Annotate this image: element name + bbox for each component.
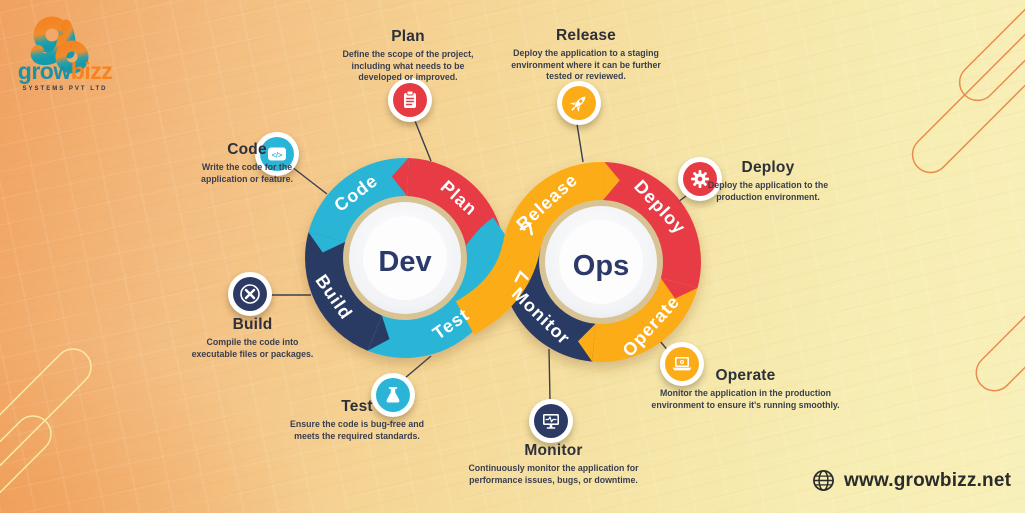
step-monitor-description: Continuously monitor the application for… [468, 463, 639, 485]
connector-test [404, 355, 432, 379]
chevron-operate-to-monitor [578, 323, 596, 362]
svg-text:</>: </> [272, 151, 283, 160]
dev-label: Dev [378, 246, 431, 278]
step-monitor-label: Monitor [524, 442, 583, 459]
rocket-icon [562, 86, 596, 120]
brand-logo-mark [30, 16, 89, 74]
step-deploy-label: Deploy [741, 159, 795, 176]
step-operate: Operate Monitor the application in the p… [638, 367, 853, 411]
deploy-band [602, 162, 701, 288]
build-badge [228, 272, 272, 316]
step-build-label: Build [232, 316, 273, 333]
step-build: Build Compile the code into executable f… [185, 316, 320, 360]
code-window-icon: </> [260, 137, 294, 171]
step-code: Code Write the code for the application … [187, 141, 307, 185]
step-release: Release Deploy the application to a stag… [501, 27, 671, 83]
operate-badge [660, 342, 704, 386]
chevron-code-to-build [308, 232, 346, 253]
step-code-description: Write the code for the application or fe… [201, 162, 293, 184]
ops-center-plate [534, 195, 668, 329]
clipboard-icon [393, 83, 427, 117]
code-badge: </> [255, 132, 299, 176]
flask-icon [376, 378, 410, 412]
footer-website: www.growbizz.net [812, 469, 1011, 492]
step-plan-label: Plan [391, 28, 425, 45]
plan-badge [388, 78, 432, 122]
step-code-label: Code [227, 141, 267, 158]
step-operate-description: Monitor the application in the productio… [651, 388, 840, 410]
monitor-pulse-icon [534, 404, 568, 438]
connector-plan [414, 120, 432, 162]
step-release-description: Deploy the application to a staging envi… [511, 48, 661, 82]
release-badge [557, 81, 601, 125]
brand-name-secondary: bizz [70, 58, 113, 84]
step-plan-description: Define the scope of the project, includi… [342, 49, 474, 83]
brand-tagline: SYSTEMS PVT LTD [22, 86, 108, 92]
capsule-decor-bottom-left [0, 348, 92, 513]
flow-chevrons [308, 158, 698, 362]
step-deploy: Deploy Deploy the application to the pro… [693, 159, 843, 203]
brand-logo-text: growbizz SYSTEMS PVT LTD [13, 58, 117, 93]
step-test: Test Ensure the code is bug-free and mee… [287, 398, 427, 442]
step-operate-label: Operate [715, 367, 776, 384]
step-release-label: Release [555, 27, 616, 44]
chevron-deploy-to-operate [660, 278, 698, 299]
test-badge [371, 373, 415, 417]
release-band [455, 161, 605, 335]
chevron-crossing-up [519, 222, 533, 236]
dev-center-plate [338, 191, 472, 325]
chevron-build-to-test [367, 315, 390, 351]
deploy-badge [678, 157, 722, 201]
laptop-gear-icon [665, 347, 699, 381]
step-build-description: Compile the code into executable files o… [191, 337, 314, 359]
step-test-description: Ensure the code is bug-free and meets th… [290, 419, 424, 441]
connector-code [291, 166, 328, 195]
step-plan: Plan Define the scope of the project, in… [328, 28, 488, 84]
step-test-label: Test [341, 398, 373, 415]
chevron-crossing-down [514, 270, 529, 283]
ops-label: Ops [573, 250, 629, 282]
gear-icon [683, 162, 717, 196]
monitor-badge [529, 399, 573, 443]
step-deploy-description: Deploy the application to the production… [707, 180, 829, 202]
connector-monitor [548, 348, 551, 401]
connector-release [576, 123, 584, 163]
capsule-decor-top-right [911, 0, 1025, 392]
chevron-release-to-deploy [603, 162, 620, 200]
step-monitor: Monitor Continuously monitor the applica… [446, 442, 661, 486]
tools-icon [233, 277, 267, 311]
website-url: www.growbizz.net [844, 469, 1012, 491]
brand-name-primary: grow [17, 58, 71, 84]
chevron-plan-to-code [391, 158, 409, 196]
globe-icon [812, 469, 835, 492]
